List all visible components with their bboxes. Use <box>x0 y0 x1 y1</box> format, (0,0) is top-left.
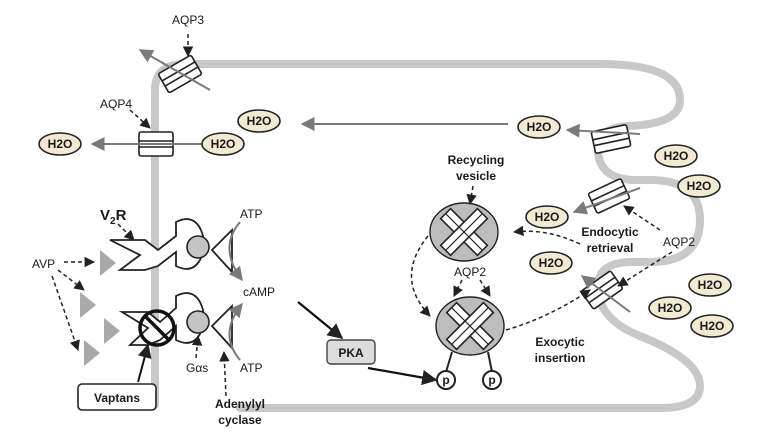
svg-text:p: p <box>488 373 495 387</box>
camp-to-pka-arrow <box>297 301 344 339</box>
svg-text:H2O: H2O <box>539 256 564 270</box>
avp-ligand <box>80 292 96 318</box>
h2o-molecule: H2O <box>525 205 569 229</box>
atp-conversion-arrow <box>228 221 243 282</box>
exocytic-label: Exocytic <box>535 335 585 349</box>
aqp2-mid-arrow <box>479 279 491 297</box>
svg-text:PKA: PKA <box>338 346 364 360</box>
phosphorylated-vesicle <box>435 296 505 373</box>
endocytic-arrow <box>512 225 581 245</box>
vaptans-pointer <box>137 343 152 383</box>
phosphate-group: p <box>436 370 456 390</box>
adenylyl-pointer <box>219 350 230 397</box>
svg-text:H2O: H2O <box>687 179 712 193</box>
h2o-molecule: H2O <box>517 115 561 139</box>
avp-ligand <box>84 340 100 366</box>
svg-text:H2O: H2O <box>658 301 683 315</box>
cyclase-label: cyclase <box>218 413 262 427</box>
h2o-molecule: H2O <box>677 174 721 198</box>
atp-top-label: ATP <box>240 207 262 221</box>
camp-label: cAMP <box>243 285 275 299</box>
vaptans-box: Vaptans <box>77 383 157 411</box>
h2o-molecule: H2O <box>648 296 692 320</box>
h2o-molecule: H2O <box>201 132 245 156</box>
avp-label: AVP <box>32 257 55 271</box>
svg-text:H2O: H2O <box>535 210 560 224</box>
gas-protein <box>186 310 210 334</box>
h2o-molecule: H2O <box>688 273 732 297</box>
insertion-label: insertion <box>535 351 586 365</box>
aqp2-right-label: AQP2 <box>663 235 695 249</box>
avp-ligand <box>104 318 120 344</box>
atp-bottom-label: ATP <box>240 361 262 375</box>
h2o-molecule: H2O <box>38 132 82 156</box>
svg-text:H2O: H2O <box>664 149 689 163</box>
aqp2-right-pointer <box>623 205 661 231</box>
exocytic-arrow <box>505 289 591 331</box>
adenylyl-cyclase <box>210 303 233 351</box>
aqp4-pointer <box>129 109 151 129</box>
endocytic-label: Endocytic <box>581 225 639 239</box>
svg-text:H2O: H2O <box>48 137 73 151</box>
aqp2-mid-arrow <box>453 279 463 297</box>
avp-arrow <box>51 275 80 351</box>
h2o-molecule: H2O <box>237 109 281 133</box>
svg-text:p: p <box>442 373 449 387</box>
svg-text:H2O: H2O <box>527 120 552 134</box>
vesicle-label: vesicle <box>456 169 496 183</box>
avp-ligand <box>100 250 116 276</box>
phosphate-group: p <box>482 370 502 390</box>
svg-text:H2O: H2O <box>698 278 723 292</box>
gas-label: Gαs <box>186 361 208 375</box>
vaptans-inhibitor-icon <box>138 309 176 347</box>
h2o-molecule: H2O <box>654 144 698 168</box>
v2r-pointer <box>117 223 135 241</box>
pka-box: PKA <box>326 339 376 365</box>
h2o-molecule: H2O <box>529 251 573 275</box>
recycling-vesicle <box>429 202 499 262</box>
aqp4-channel <box>90 131 202 157</box>
aqp4-label: AQP4 <box>100 97 132 111</box>
aqp2-right-pointer <box>617 251 673 287</box>
svg-text:H2O: H2O <box>247 114 272 128</box>
aqp3-channel <box>138 49 211 94</box>
adenylyl-label: Adenylyl <box>215 397 265 411</box>
recycle-loop-arrow <box>410 235 431 317</box>
aqp2-apical-channel <box>565 123 641 154</box>
retrieval-label: retrieval <box>587 241 634 255</box>
aqp3-label: AQP3 <box>172 13 204 27</box>
v2r-label: V2R <box>100 207 127 227</box>
recycling-pointer <box>466 185 477 206</box>
aqp2-mid-label: AQP2 <box>454 265 486 279</box>
svg-text:H2O: H2O <box>211 137 236 151</box>
svg-text:Vaptans: Vaptans <box>94 391 140 405</box>
h2o-molecule: H2O <box>690 314 734 338</box>
atp-conversion-arrow <box>228 302 243 361</box>
aqp2-apical-channel <box>572 178 641 215</box>
svg-text:H2O: H2O <box>700 319 725 333</box>
aqp2-apical-channel <box>580 270 631 313</box>
gas-pointer <box>191 334 203 359</box>
recycling-label: Recycling <box>448 153 505 167</box>
avp-arrow <box>57 269 85 291</box>
pka-to-aqp2-arrow <box>367 366 438 386</box>
adenylyl-cyclase <box>210 227 233 275</box>
gas-protein <box>186 235 210 259</box>
